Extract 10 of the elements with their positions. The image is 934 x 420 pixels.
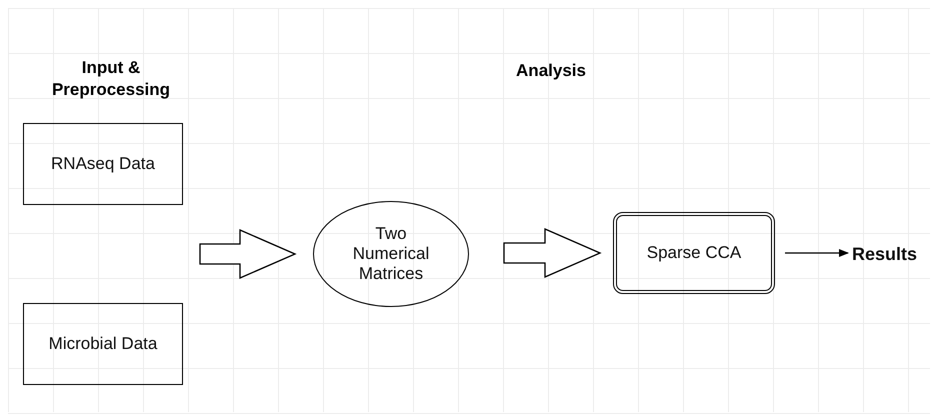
process-box: RNAseq Data: [23, 123, 183, 205]
block-arrow: [199, 229, 297, 279]
output-label: Results: [852, 240, 934, 268]
data-ellipse: Two Numerical Matrices: [313, 201, 469, 307]
section-heading: Analysis: [515, 60, 587, 82]
process-box: Microbial Data: [23, 303, 183, 385]
process-box: Sparse CCA: [613, 212, 775, 294]
section-heading: Input & Preprocessing: [50, 57, 172, 101]
block-arrow: [503, 228, 602, 278]
arrow: [785, 249, 849, 257]
